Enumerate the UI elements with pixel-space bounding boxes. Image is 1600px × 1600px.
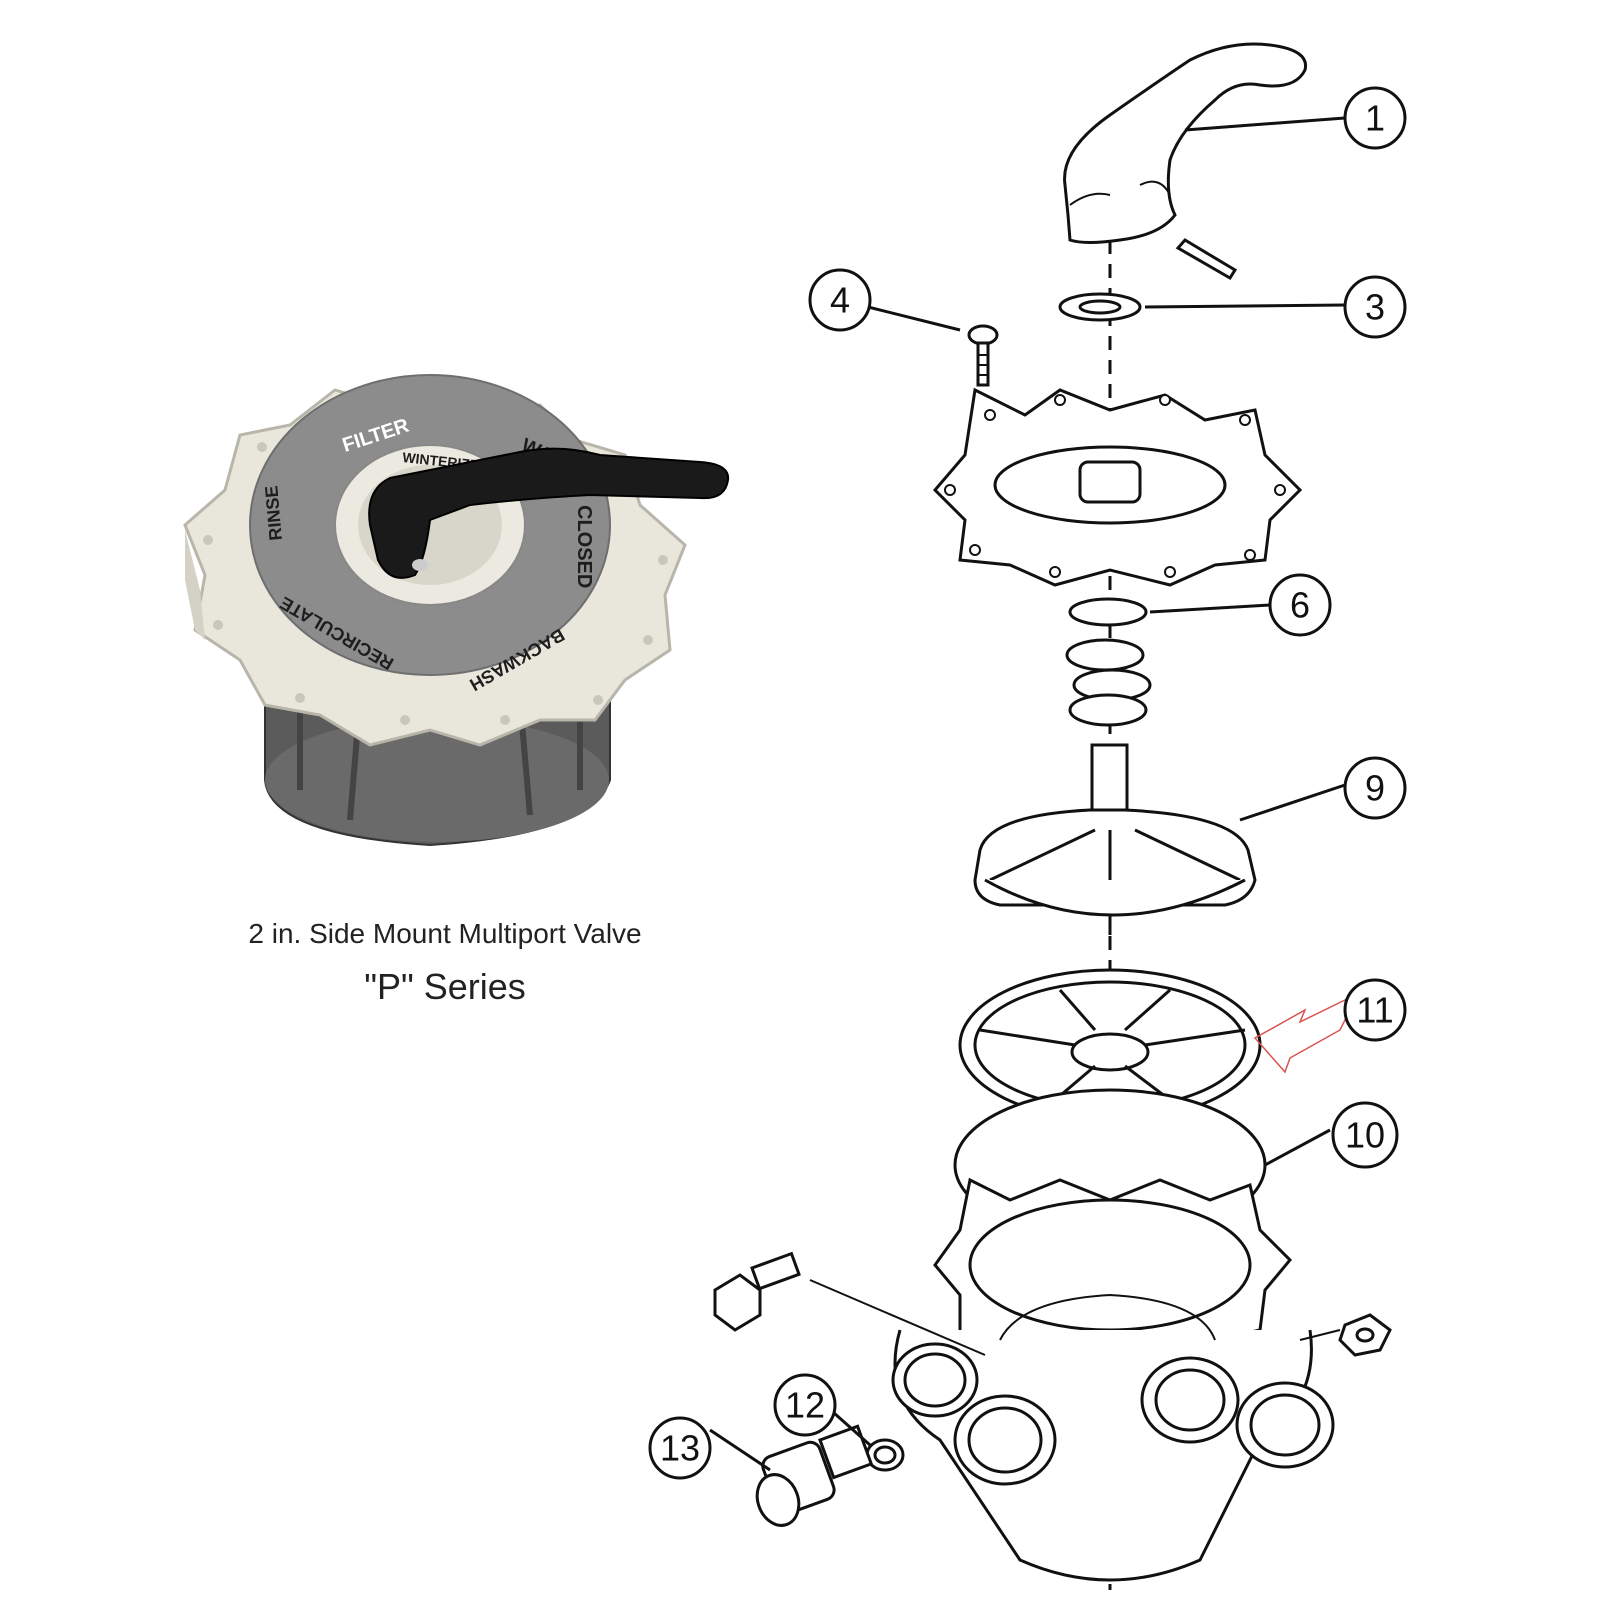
- svg-text:4: 4: [830, 280, 850, 321]
- callout-1: 1: [1343, 86, 1407, 150]
- callout-9: 9: [1343, 756, 1407, 820]
- svg-text:13: 13: [660, 1428, 700, 1469]
- dial-label-rinse: RINSE: [261, 485, 286, 542]
- part-screw: [967, 324, 999, 387]
- part-oring: [1068, 597, 1148, 627]
- callout-12: 12: [773, 1373, 837, 1437]
- svg-text:9: 9: [1365, 768, 1385, 809]
- part-gasket: [958, 968, 1262, 1122]
- svg-text:11: 11: [1356, 990, 1393, 1031]
- callout-13: 13: [648, 1416, 712, 1480]
- callout-6: 6: [1268, 573, 1332, 637]
- callout-3: 3: [1343, 275, 1407, 339]
- callout-11-arrow: [1253, 998, 1351, 1074]
- part-handle: [1063, 42, 1308, 244]
- part-rotor: [973, 743, 1257, 935]
- svg-text:12: 12: [785, 1385, 825, 1426]
- callout-10: 10: [1331, 1101, 1399, 1169]
- product-title: 2 in. Side Mount Multiport Valve: [248, 918, 642, 949]
- svg-text:3: 3: [1365, 287, 1385, 328]
- part-body: [713, 1177, 1392, 1582]
- svg-text:10: 10: [1345, 1115, 1385, 1156]
- product-series: "P" Series: [364, 966, 526, 1007]
- part-spring: [1065, 638, 1152, 727]
- svg-text:1: 1: [1365, 98, 1385, 139]
- callout-4: 4: [808, 268, 872, 332]
- part-drain-plug: [755, 1424, 874, 1527]
- dial-label-closed: CLOSED: [573, 505, 595, 588]
- callout-11: 11: [1343, 978, 1407, 1042]
- svg-text:6: 6: [1290, 585, 1310, 626]
